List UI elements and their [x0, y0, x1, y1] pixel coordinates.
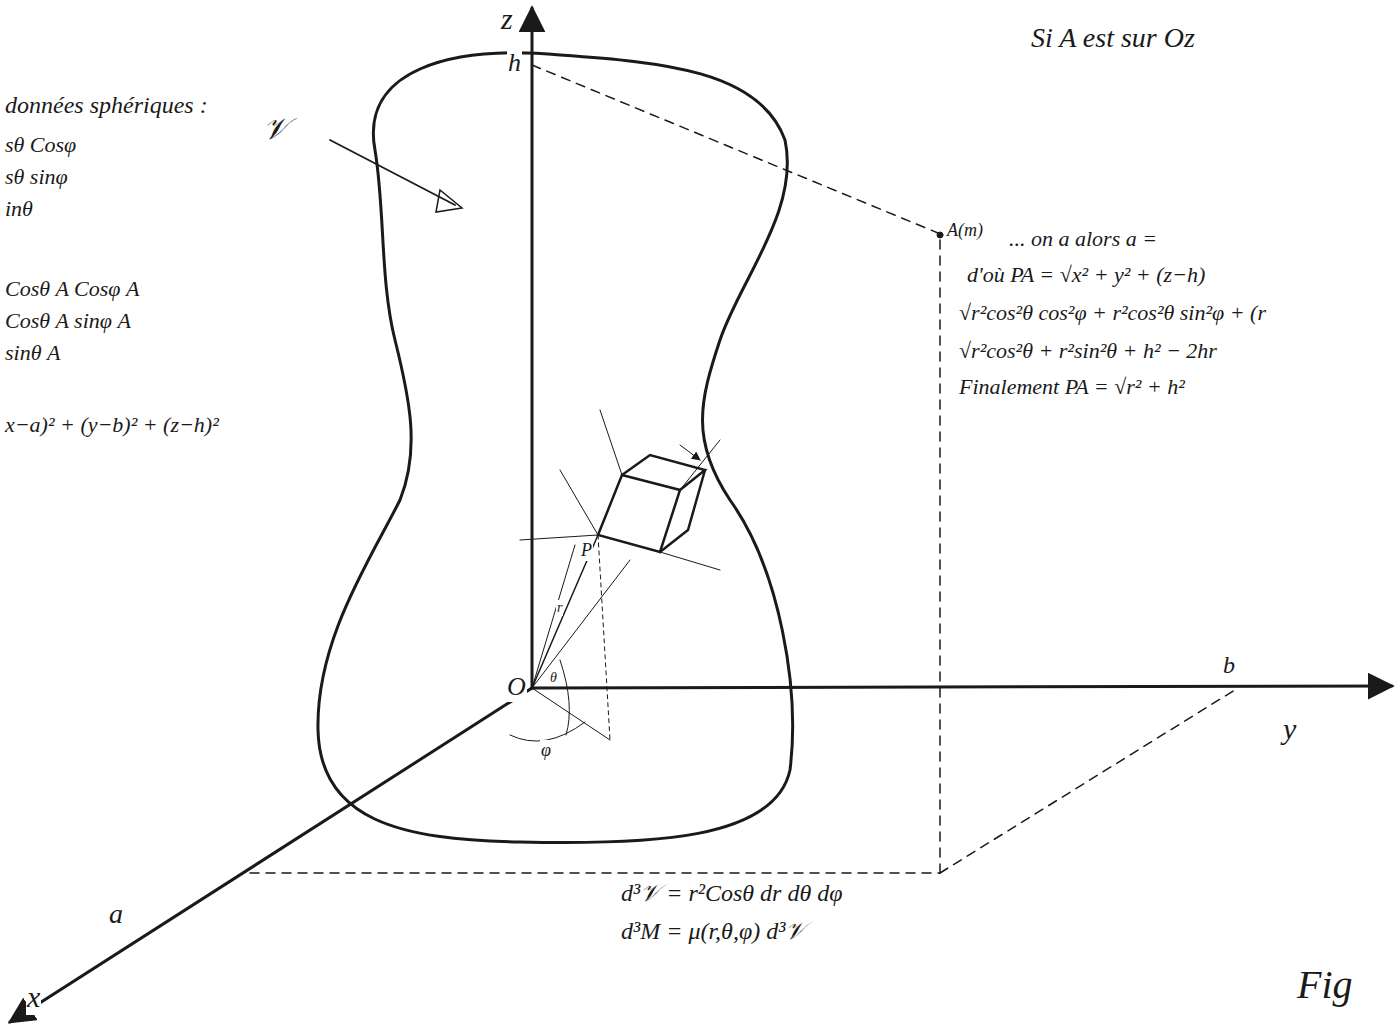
construction-lines: [250, 65, 1238, 873]
point-label: A(m): [946, 220, 984, 241]
origin-label: O: [506, 672, 527, 702]
phi-arc: [510, 722, 585, 741]
formula: ... on a alors a =: [1008, 226, 1158, 251]
heading-note: Si A est sur Oz: [1030, 22, 1196, 54]
radius-line: [532, 535, 598, 688]
formula: sinθ A: [4, 340, 61, 365]
pointer-arrow: [330, 140, 455, 205]
formula: d³M = μ(r,θ,φ) d³𝒱: [620, 918, 806, 946]
axis-label: b: [1222, 652, 1236, 680]
axis-label: x: [26, 980, 41, 1015]
axis-label: z: [500, 2, 514, 37]
point-label: P: [580, 540, 593, 561]
formula: sθ sinφ: [4, 164, 69, 189]
formula: d³𝒱 = r²Cosθ dr dθ dφ: [620, 880, 843, 908]
angle-label: r: [556, 600, 563, 616]
theta-arc: [560, 660, 569, 735]
volume-element: [598, 455, 705, 552]
body-outline: [318, 53, 793, 843]
formula: inθ: [4, 196, 34, 221]
formula: Finalement PA = √r² + h²: [958, 374, 1186, 399]
formula: Cosθ A Cosφ A: [4, 276, 140, 301]
axis-label: y: [1282, 712, 1297, 747]
axis-label: a: [108, 898, 124, 930]
angle-label: φ: [540, 740, 552, 761]
point-a: [937, 232, 943, 238]
formula: Cosθ A sinφ A: [4, 308, 132, 333]
x-axis: [10, 688, 532, 1022]
formula: x−a)² + (y−b)² + (z−h)²: [4, 412, 220, 437]
angle-label: θ: [549, 670, 558, 686]
figure-tag: Fig: [1296, 962, 1354, 1008]
formula: sθ Cosφ: [4, 132, 77, 157]
volume-label: 𝒱: [262, 112, 289, 147]
z-axis: [531, 8, 534, 688]
formula: d'où PA = √x² + y² + (z−h): [966, 262, 1206, 287]
y-axis: [532, 686, 1392, 688]
formula: √r²cos²θ cos²φ + r²cos²θ sin²φ + (r: [958, 300, 1267, 325]
heading-note: données sphériques :: [4, 92, 209, 120]
axis-label: h: [507, 48, 522, 78]
formula: √r²cos²θ + r²sin²θ + h² − 2hr: [958, 338, 1218, 363]
